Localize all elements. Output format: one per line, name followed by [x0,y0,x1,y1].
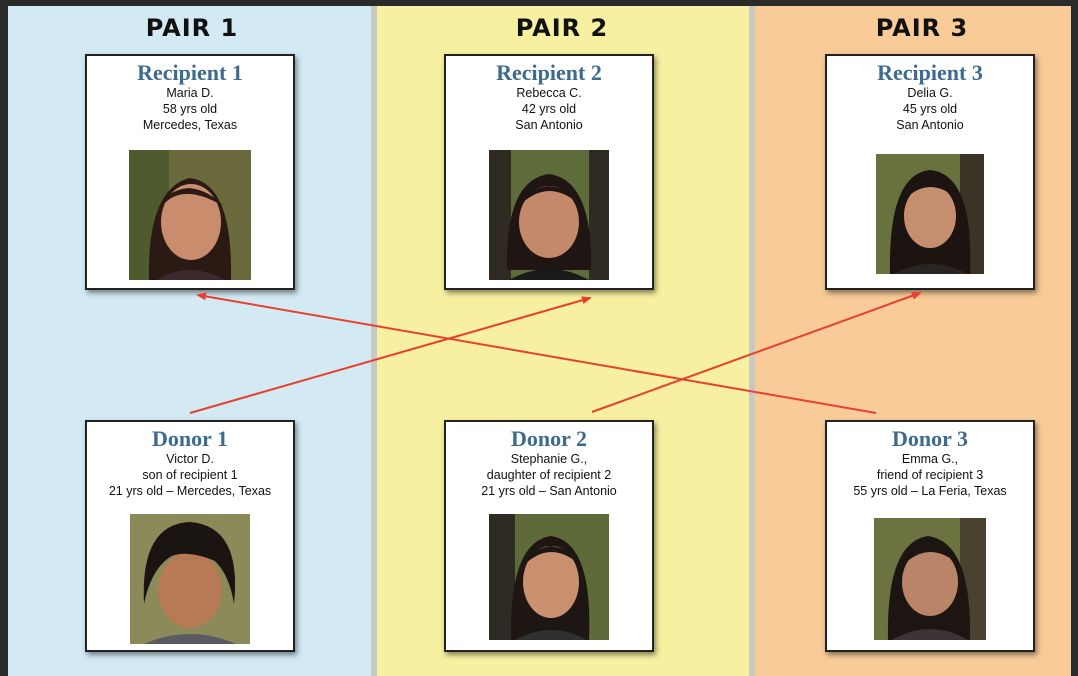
donor-2-title: Donor 2 [511,426,587,451]
donor-2-relation: daughter of recipient 2 [486,468,612,482]
donor-1-relation: son of recipient 1 [142,468,238,482]
donor-3-photo [874,518,986,640]
donor-2-card: Donor 2 Stephanie G., daughter of recipi… [444,420,654,652]
donor-2-name: Stephanie G., [510,452,588,466]
recipient-2-age: 42 yrs old [521,102,577,116]
recipient-1-name: Maria D. [166,86,214,100]
recipient-3-name: Delia G. [907,86,953,100]
donor-1-photo [130,514,250,644]
donor-1-card: Donor 1 Victor D. son of recipient 1 21 … [85,420,295,652]
donor-1-age-location: 21 yrs old – Mercedes, Texas [108,484,272,498]
donor-1-name: Victor D. [166,452,214,466]
recipient-3-photo [876,154,984,274]
donor-3-name: Emma G., [901,452,959,466]
donor-3-card: Donor 3 Emma G., friend of recipient 3 5… [825,420,1035,652]
column-divider [371,6,377,676]
donor-3-title: Donor 3 [892,426,968,451]
recipient-1-title: Recipient 1 [137,60,243,85]
pair-2-title: PAIR 2 [515,14,609,42]
recipient-3-card: Recipient 3 Delia G. 45 yrs old San Anto… [825,54,1035,290]
top-border [0,0,1078,6]
donor-3-age-location: 55 yrs old – La Feria, Texas [853,484,1007,498]
pair-3-title: PAIR 3 [875,14,969,42]
recipient-1-card: Recipient 1 Maria D. 58 yrs old Mercedes… [85,54,295,290]
donor-3-relation: friend of recipient 3 [876,468,984,482]
recipient-3-age: 45 yrs old [902,102,958,116]
recipient-2-card: Recipient 2 Rebecca C. 42 yrs old San An… [444,54,654,290]
recipient-1-location: Mercedes, Texas [142,118,238,132]
donor-1-title: Donor 1 [152,426,228,451]
recipient-3-location: San Antonio [896,118,964,132]
recipient-1-photo [129,150,251,280]
column-divider [749,6,755,676]
recipient-1-age: 58 yrs old [162,102,218,116]
recipient-2-location: San Antonio [515,118,583,132]
donor-2-photo [489,514,609,640]
recipient-3-title: Recipient 3 [877,60,983,85]
recipient-2-photo [489,150,609,280]
donor-2-age-location: 21 yrs old – San Antonio [481,484,617,498]
recipient-2-title: Recipient 2 [496,60,602,85]
recipient-2-name: Rebecca C. [516,86,582,100]
pair-1-title: PAIR 1 [145,14,239,42]
